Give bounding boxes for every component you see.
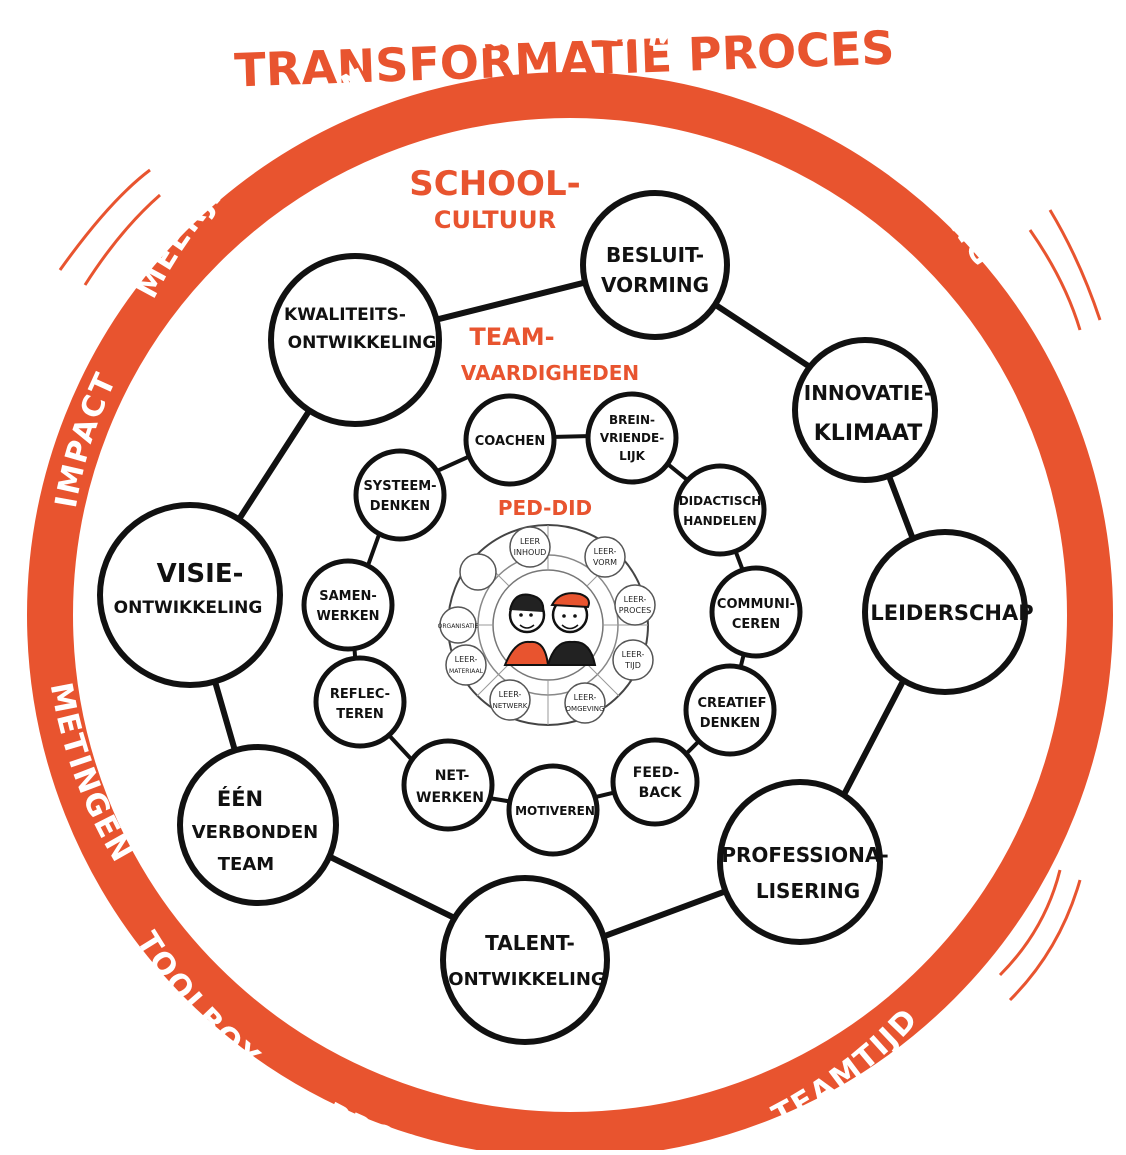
ped-did-segment-organisatie: ORGANISATIE — [438, 623, 479, 630]
outer-ring — [27, 72, 1113, 1155]
svg-text:WERKEN: WERKEN — [316, 609, 379, 624]
svg-text:DENKEN: DENKEN — [700, 716, 760, 731]
svg-text:ONTWIKKELING: ONTWIKKELING — [448, 969, 605, 990]
outer-node-professionalisering: PROFESSIONA- LISERING — [717, 779, 889, 945]
ped-did-segment-leerproces-2: PROCES — [619, 606, 651, 615]
ped-did-segment-leerproces-1: LEER- — [624, 595, 647, 604]
teamvaardigheden-label-1: TEAM- — [469, 323, 554, 351]
ped-did-segment-leerinhoud-1: LEER — [520, 537, 541, 546]
ped-did-segment-leeromgeving-1: LEER- — [574, 693, 597, 702]
middle-node-communiceren: COMMUNI- CEREN — [709, 565, 803, 659]
ring-accent-strokes — [58, 168, 1102, 1002]
svg-text:REFLEC-: REFLEC- — [330, 687, 390, 702]
school-cultuur-label-2: CULTUUR — [434, 206, 556, 234]
svg-text:TEREN: TEREN — [336, 707, 384, 722]
svg-text:KWALITEITS-: KWALITEITS- — [284, 305, 406, 325]
svg-text:SYSTEEM-: SYSTEEM- — [363, 479, 436, 494]
svg-text:DIDACTISCH: DIDACTISCH — [679, 494, 762, 508]
middle-node-creatief-denken: CREATIEF DENKEN — [683, 663, 777, 757]
svg-text:CREATIEF: CREATIEF — [698, 696, 767, 711]
school-cultuur-label-1: SCHOOL- — [409, 164, 580, 204]
outer-node-een-verbonden-team: ÉÉN VERBONDEN TEAM — [177, 744, 339, 906]
ped-did-segment-leervorm-2: VORM — [593, 558, 617, 567]
ped-did-segment-leertijd-2: TIJD — [624, 661, 641, 670]
svg-text:PROFESSIONA-: PROFESSIONA- — [721, 843, 888, 867]
ped-did-segment-leeromgeving-2: OMGEVING — [566, 705, 605, 713]
middle-node-systeemdenken: SYSTEEM- DENKEN — [353, 448, 447, 542]
ped-did-segment-leertijd-1: LEER- — [622, 650, 645, 659]
svg-text:ONTWIKKELING: ONTWIKKELING — [288, 333, 437, 353]
middle-node-netwerken: NET- WERKEN — [401, 738, 495, 832]
svg-text:HANDELEN: HANDELEN — [683, 514, 756, 528]
ped-did-label: PED-DID — [498, 496, 592, 520]
svg-text:TALENT-: TALENT- — [485, 931, 575, 955]
teamvaardigheden-label-2: VAARDIGHEDEN — [461, 361, 639, 385]
outer-node-leiderschap: LEIDERSCHAP — [862, 529, 1034, 695]
middle-node-feedback: FEED- BACK — [610, 737, 700, 827]
middle-node-samenwerken: SAMEN- WERKEN — [301, 558, 395, 652]
svg-text:KLIMAAT: KLIMAAT — [814, 421, 923, 446]
ped-did-segment-leervorm-1: LEER- — [594, 547, 617, 556]
svg-text:VISIE-: VISIE- — [157, 559, 244, 589]
svg-text:BESLUIT-: BESLUIT- — [606, 243, 704, 267]
svg-text:INNOVATIE-: INNOVATIE- — [804, 381, 932, 405]
two-people-illustration — [503, 592, 597, 666]
svg-text:DENKEN: DENKEN — [370, 499, 430, 514]
middle-node-breinvriendelijk: BREIN- VRIENDE- LIJK — [585, 391, 679, 485]
outer-node-kwaliteitsontwikkeling: KWALITEITS- ONTWIKKELING — [268, 253, 442, 427]
svg-text:LEIDERSCHAP: LEIDERSCHAP — [870, 601, 1033, 625]
svg-text:FEED-: FEED- — [633, 765, 680, 781]
outer-node-besluitvorming: BESLUIT- VORMING — [580, 190, 730, 340]
svg-text:MOTIVEREN: MOTIVEREN — [515, 804, 595, 818]
outer-node-innovatieklimaat: INNOVATIE- KLIMAAT — [792, 337, 938, 483]
svg-text:BREIN-: BREIN- — [609, 413, 655, 427]
ped-did-segment-leerinhoud-2: INHOUD — [514, 548, 547, 557]
outer-node-visieontwikkeling: VISIE- ONTWIKKELING — [97, 502, 283, 688]
svg-text:CEREN: CEREN — [732, 617, 780, 632]
svg-text:LIJK: LIJK — [619, 449, 646, 463]
ped-did-segment-leermateriaal-2: MATERIAAL — [449, 668, 484, 675]
outer-node-talentontwikkeling: TALENT- ONTWIKKELING — [440, 875, 610, 1045]
middle-node-coachen: COACHEN — [463, 393, 557, 487]
svg-text:COMMUNI-: COMMUNI- — [717, 597, 795, 612]
svg-text:LISERING: LISERING — [756, 879, 860, 903]
ped-did-segment-leernetwerk-1: LEER- — [499, 690, 522, 699]
svg-text:NET-: NET- — [435, 768, 470, 784]
ped-did-segment-leermateriaal-1: LEER- — [455, 655, 478, 664]
svg-text:VRIENDE-: VRIENDE- — [600, 431, 664, 445]
ped-did-segment-leernetwerk-2: NETWERK — [493, 702, 528, 710]
svg-text:TEAM: TEAM — [218, 854, 274, 875]
middle-node-didactisch-handelen: DIDACTISCH HANDELEN — [673, 463, 767, 557]
svg-text:ONTWIKKELING: ONTWIKKELING — [114, 598, 263, 618]
svg-text:ÉÉN: ÉÉN — [217, 786, 263, 811]
svg-text:WERKEN: WERKEN — [416, 790, 484, 806]
svg-text:VERBONDEN: VERBONDEN — [192, 822, 318, 843]
svg-text:VORMING: VORMING — [601, 273, 709, 297]
middle-node-motiveren: MOTIVEREN — [506, 763, 600, 857]
svg-text:COACHEN: COACHEN — [475, 434, 545, 449]
svg-text:SAMEN-: SAMEN- — [319, 589, 377, 604]
ped-did-wheel: LEER INHOUD LEER- VORM LEER- PROCES LEER… — [438, 524, 656, 726]
svg-text:BACK: BACK — [639, 785, 683, 801]
middle-node-reflecteren: REFLEC- TEREN — [313, 655, 407, 749]
